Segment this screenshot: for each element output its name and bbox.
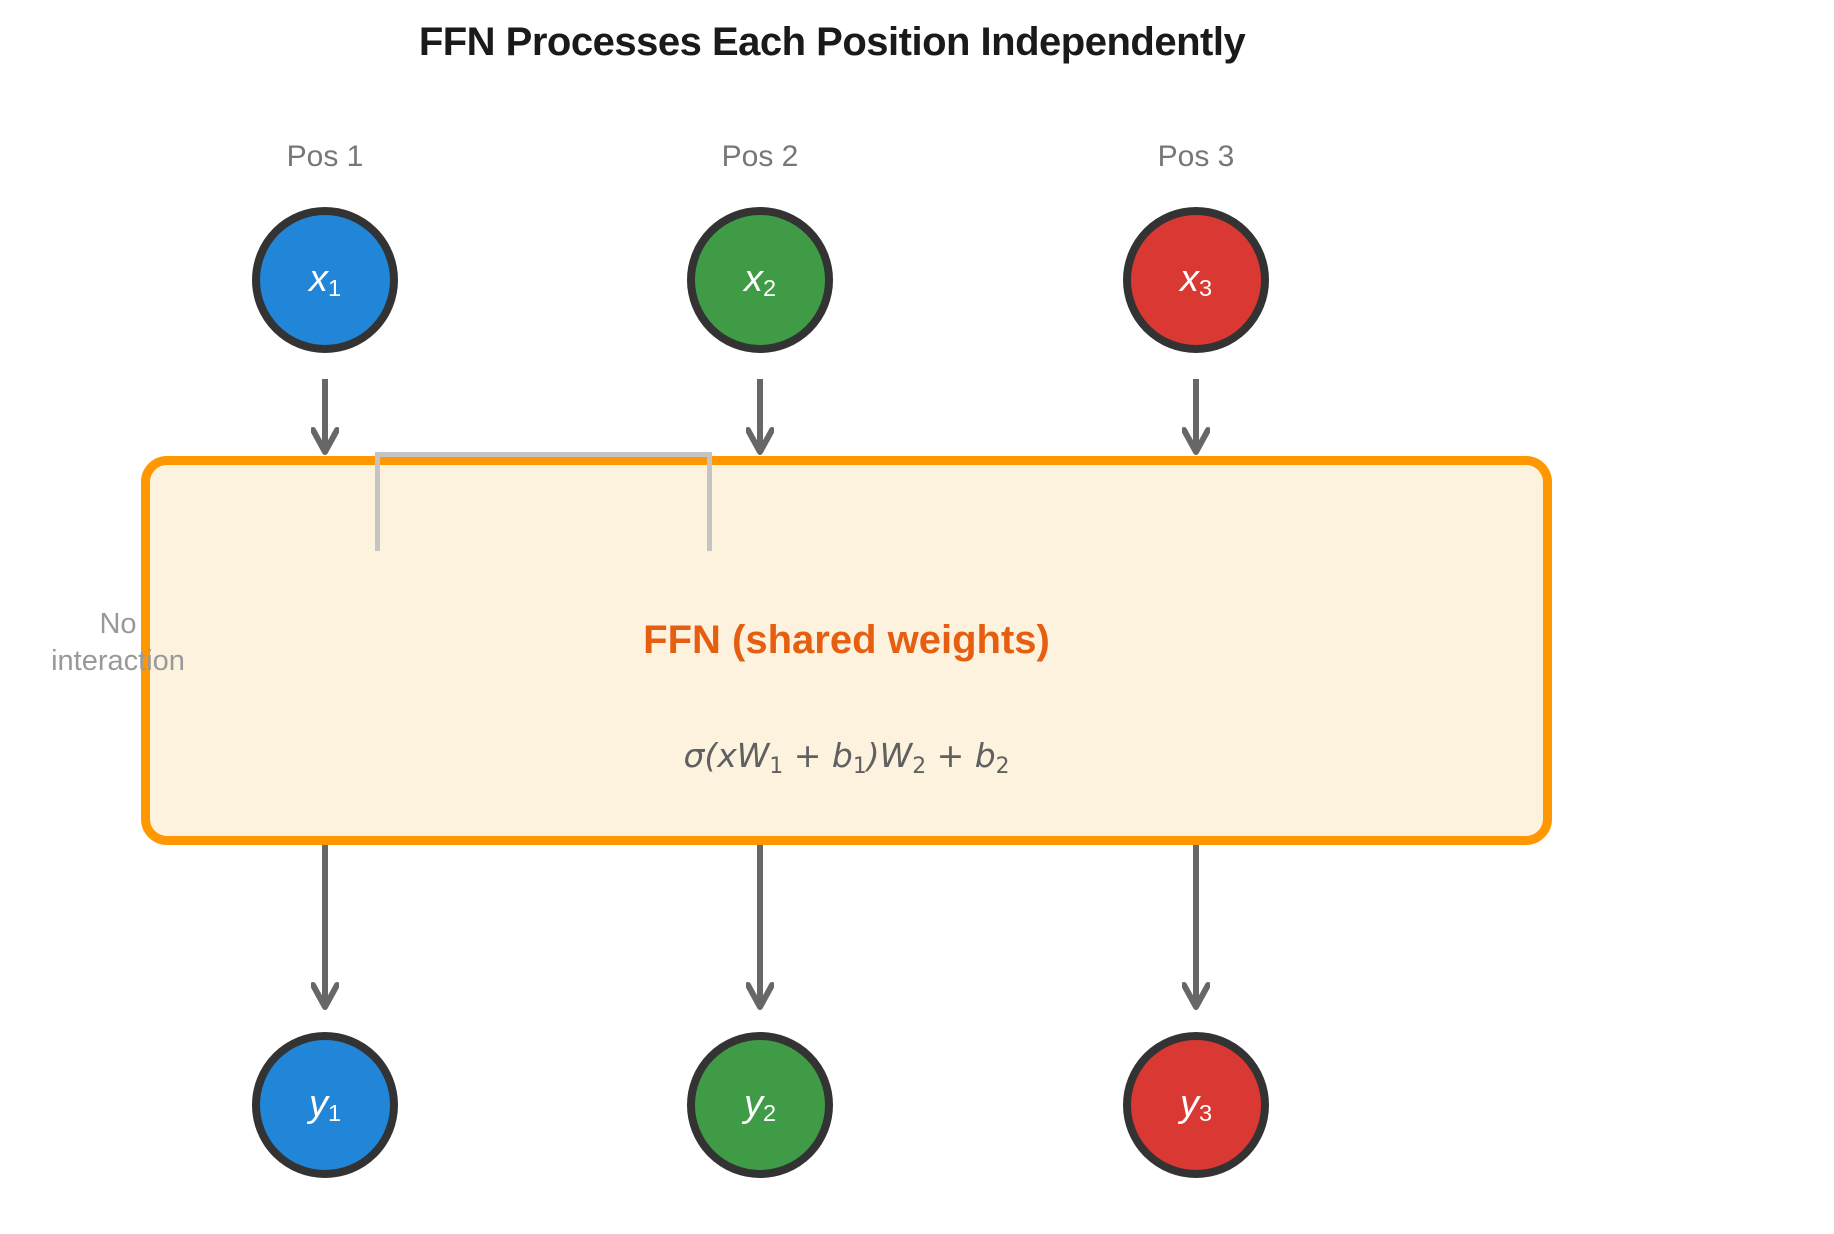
arrow-x1-to-ffn-icon (311, 379, 339, 455)
input-node-x3: x3 (1123, 207, 1269, 353)
no-interaction-line1: No (99, 608, 137, 640)
no-interaction-label: No interaction (18, 606, 218, 680)
pos-label-1: Pos 1 (286, 140, 364, 173)
ffn-formula: σ(xW1 + b1)W2 + b2 (683, 736, 1010, 780)
output-node-y2: y2 (687, 1032, 833, 1178)
output-node-y1-label: y1 (308, 1082, 342, 1126)
arrow-ffn-to-y3-icon (1182, 845, 1210, 1010)
pos-label-2: Pos 2 (721, 140, 799, 173)
output-node-y3: y3 (1123, 1032, 1269, 1178)
pos-label-3: Pos 3 (1157, 140, 1235, 173)
ffn-box-title: FFN (shared weights) (643, 618, 1050, 662)
no-interaction-bracket (375, 452, 712, 551)
input-node-x3-label: x3 (1179, 257, 1213, 301)
arrow-ffn-to-y1-icon (311, 845, 339, 1010)
diagram-title: FFN Processes Each Position Independentl… (418, 20, 1246, 64)
arrow-x3-to-ffn-icon (1182, 379, 1210, 455)
arrow-ffn-to-y2-icon (746, 845, 774, 1010)
input-node-x1: x1 (252, 207, 398, 353)
input-node-x1-label: x1 (308, 257, 342, 301)
output-node-y3-label: y3 (1179, 1082, 1213, 1126)
arrow-x2-to-ffn-icon (746, 379, 774, 455)
input-node-x2-label: x2 (743, 257, 777, 301)
output-node-y2-label: y2 (743, 1082, 777, 1126)
no-interaction-line2: interaction (51, 645, 185, 677)
input-node-x2: x2 (687, 207, 833, 353)
output-node-y1: y1 (252, 1032, 398, 1178)
